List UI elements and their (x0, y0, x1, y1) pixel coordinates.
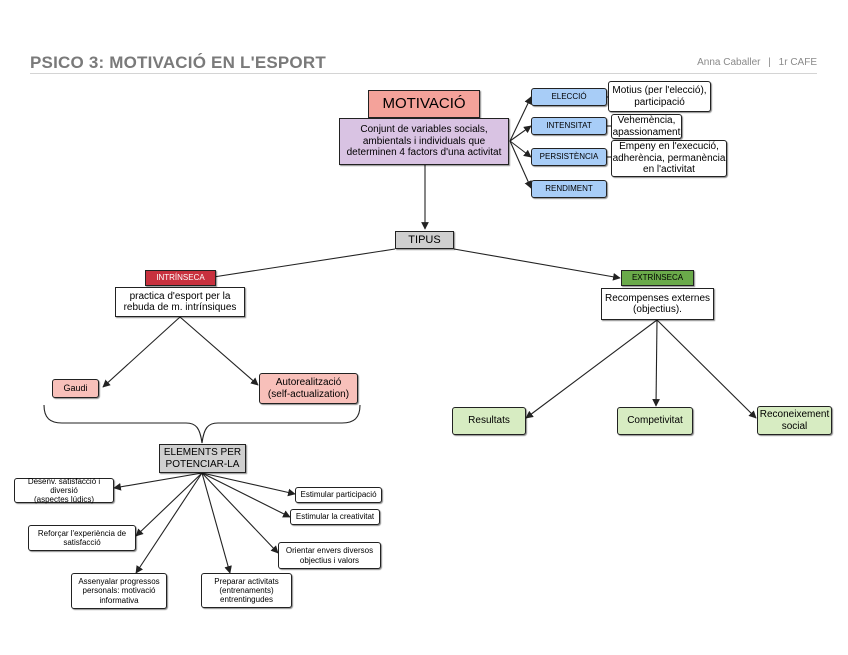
extrinseca-child-reconeixement: Reconeixement social (757, 406, 832, 435)
motivacio-definition: Conjunt de variables socials, ambientals… (339, 118, 509, 165)
page-title: PSICO 3: MOTIVACIÓ EN L'ESPORT (30, 53, 326, 72)
grouping-brace (43, 404, 361, 444)
arrow-to-autorealitzacio (179, 316, 259, 386)
intrinseca-label: INTRÍNSECA (145, 270, 216, 286)
elements-item-1: Desenv. satisfacció i diversió (aspectes… (14, 477, 114, 504)
elements-node: ELEMENTS PER POTENCIAR-LA (159, 444, 246, 473)
arrow-to-intrinseca (206, 248, 396, 281)
elements-item-3: Assenyalar progressos personals: motivac… (71, 573, 167, 609)
motivacio-node: MOTIVACIÓ (368, 90, 480, 118)
extrinseca-child-competivitat: Competivitat (617, 407, 693, 435)
factor-persistencia: PERSISTÈNCIA (531, 148, 607, 166)
extrinseca-child-resultats: Resultats (452, 407, 526, 435)
intrinseca-child-gaudi: Gaudi (52, 379, 99, 398)
arrow-to-persistencia (509, 140, 532, 158)
arrow-to-eleccio (509, 96, 532, 142)
elements-item-6: Estimular la creativitat (290, 509, 380, 525)
arrow-to-item-3 (135, 472, 203, 574)
factor-intensitat: INTENSITAT (531, 117, 607, 135)
arrow-to-item-2 (135, 472, 203, 537)
arrow-to-item-5 (201, 472, 279, 554)
header-meta: Anna Caballer | 1r CAFE (697, 57, 817, 68)
elements-item-2: Reforçar l'experiència de satisfacció (28, 525, 136, 551)
tipus-node: TIPUS (395, 231, 454, 249)
arrow-to-reconeixement (656, 319, 757, 419)
arrow-to-resultats (525, 319, 658, 419)
arrow-to-extrinseca (453, 248, 621, 281)
arrow-to-rendiment (509, 140, 532, 189)
factor-intensitat-description: Vehemència, apassionament (611, 114, 682, 139)
arrow-to-intensitat (509, 125, 532, 142)
header-divider (30, 73, 817, 74)
elements-item-4: Preparar activitats (entrenaments) entre… (201, 573, 292, 608)
factor-eleccio: ELECCIÓ (531, 88, 607, 106)
arrow-to-item-1 (113, 472, 203, 491)
intrinseca-description: practica d'esport per la rebuda de m. in… (115, 287, 245, 317)
extrinseca-label: EXTRÍNSECA (621, 270, 694, 286)
header-separator: | (768, 57, 771, 68)
author-name: Anna Caballer (697, 57, 761, 68)
factor-rendiment: RENDIMENT (531, 180, 607, 198)
arrow-to-competivitat (652, 319, 660, 407)
arrow-to-item-6 (201, 472, 291, 518)
factor-persistencia-description: Empeny en l'execució, adherència, perman… (611, 140, 727, 177)
arrow-to-item-7 (201, 472, 296, 497)
factor-eleccio-description: Motius (per l'elecció), participació (608, 81, 711, 112)
extrinseca-description: Recompenses externes (objectius). (601, 288, 714, 320)
elements-item-5: Orientar envers diversos objectius i val… (278, 542, 381, 569)
elements-item-7: Estimular participació (295, 487, 382, 503)
intrinseca-child-autorealitzacio: Autorealització (self-actualization) (259, 373, 358, 404)
arrow-to-gaudi (102, 316, 181, 388)
arrow-to-item-4 (201, 472, 232, 574)
course-name: 1r CAFE (778, 57, 817, 68)
